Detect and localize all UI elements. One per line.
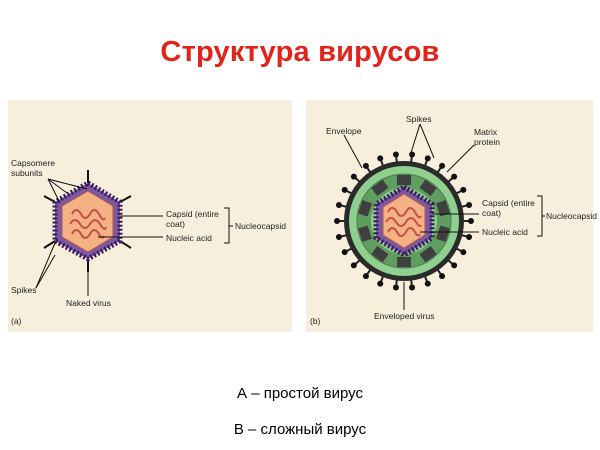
envelope-spike-head xyxy=(439,273,446,280)
envelope-spike-head xyxy=(362,273,369,280)
envelope-spike-head xyxy=(466,201,473,208)
naked-nucleocapsid-label: Nucleocapsid xyxy=(235,221,287,231)
naked-virus-label: Naked virus xyxy=(66,298,111,308)
naked-leaders xyxy=(35,178,233,296)
envelope-spike-head xyxy=(424,155,431,162)
envelope-spike-head xyxy=(334,218,340,224)
legend-complex-virus: В – сложный вирус xyxy=(233,421,367,438)
envelope-spike-head xyxy=(341,249,348,256)
envelope-spike-head xyxy=(424,280,431,287)
matrix-protein-block xyxy=(371,246,389,263)
envelope-spike-head xyxy=(451,173,458,180)
envelope-spike-head xyxy=(362,162,369,169)
enveloped-spikes-label: Spikes xyxy=(406,114,432,124)
matrix-protein-block xyxy=(397,175,411,185)
matrix-protein-block xyxy=(358,225,372,242)
legend-simple-virus: А – простой вирус xyxy=(237,385,363,402)
enveloped-virus-label: Enveloped virus xyxy=(374,311,435,321)
matrix-protein-block xyxy=(397,257,411,267)
matrix-protein-block xyxy=(358,200,372,217)
matrix-blocks xyxy=(358,175,450,267)
envelope-spike-head xyxy=(468,218,474,224)
envelope-spike-head xyxy=(466,234,473,241)
envelope-spike-head xyxy=(392,284,399,291)
naked-nucleic-acid-label: Nucleic acid xyxy=(166,233,212,243)
envelope-spike-head xyxy=(377,280,384,287)
naked-capsid-label: Capsid (entire coat) xyxy=(166,209,219,229)
envelope-label: Envelope xyxy=(326,126,362,136)
envelope-spike-head xyxy=(350,262,357,269)
capsomere-label: Capsomere subunits xyxy=(11,158,55,178)
envelope-spike-head xyxy=(392,151,399,158)
matrix-protein-label: Matrix protein xyxy=(474,127,500,147)
enveloped-leaders xyxy=(343,123,545,310)
enveloped-capsid-label: Capsid (entire coat) xyxy=(482,198,535,218)
envelope-spike-head xyxy=(377,155,384,162)
enveloped-nucleic-acid-label: Nucleic acid xyxy=(482,227,528,237)
enveloped-nucleocapsid-label: Nucleocapsid xyxy=(546,211,598,221)
naked-spikes-label: Spikes xyxy=(11,285,37,295)
matrix-protein-block xyxy=(436,225,450,242)
panel-b-letter: (b) xyxy=(310,316,321,326)
matrix-protein-block xyxy=(371,179,389,196)
envelope-spike-head xyxy=(409,284,416,291)
envelope-spike-head xyxy=(439,162,446,169)
page-title: Структура вирусов xyxy=(160,36,440,68)
matrix-protein-block xyxy=(419,246,437,263)
enveloped-virus xyxy=(334,123,545,310)
matrix-protein-block xyxy=(419,179,437,196)
envelope-spike-head xyxy=(341,186,348,193)
envelope-spike-head xyxy=(335,234,342,241)
envelope-spike-head xyxy=(335,201,342,208)
envelope-spike-head xyxy=(460,249,467,256)
matrix-protein-block xyxy=(436,200,450,217)
enveloped-nucleic-acid xyxy=(385,207,422,237)
envelope-spike-head xyxy=(350,173,357,180)
envelope-spike-head xyxy=(460,186,467,193)
envelope-spike-head xyxy=(451,262,458,269)
naked-virus xyxy=(35,170,233,296)
panel-a-letter: (a) xyxy=(11,316,22,326)
